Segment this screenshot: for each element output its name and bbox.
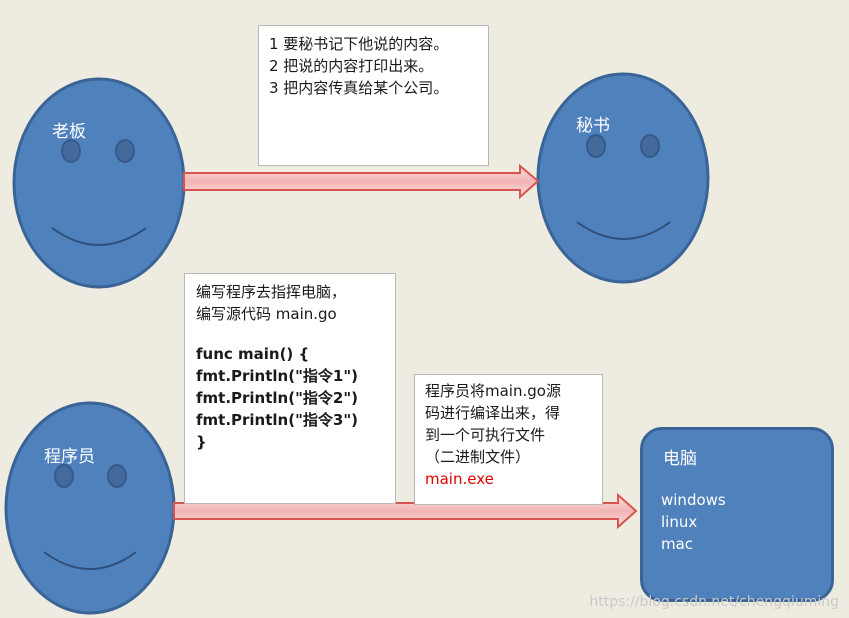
watermark: https://blog.csdn.net/chengqiuming <box>589 594 839 610</box>
programmer-smile <box>43 551 137 570</box>
boss-note-line: 3 把内容传真给某个公司。 <box>269 79 449 97</box>
exe-filename: main.exe <box>425 470 494 488</box>
programmer-left-eye <box>54 464 74 488</box>
programmer-right-eye <box>107 464 127 488</box>
os-windows: windows <box>661 491 726 509</box>
secretary-smile <box>576 221 671 240</box>
os-linux: linux <box>661 513 698 531</box>
compile-note-line: 程序员将main.go源 <box>425 382 561 400</box>
secretary-face <box>536 72 710 284</box>
compile-note-line: （二进制文件） <box>425 448 531 466</box>
boss-left-eye <box>61 139 81 163</box>
boss-label: 老板 <box>52 122 86 142</box>
code-line: } <box>196 433 207 451</box>
compile-note: 程序员将main.go源 码进行编译出来，得 到一个可执行文件 （二进制文件） … <box>414 374 603 505</box>
program-intro-line: 编写程序去指挥电脑， <box>196 283 347 301</box>
code-line: fmt.Println("指令1") <box>196 367 359 385</box>
secretary-label: 秘书 <box>576 116 610 136</box>
boss-note-line: 2 把说的内容打印出来。 <box>269 57 434 75</box>
secretary-left-eye <box>586 134 606 158</box>
programmer-face <box>4 401 176 615</box>
program-note: 编写程序去指挥电脑， 编写源代码 main.go func main() { f… <box>184 273 396 504</box>
code-line: fmt.Println("指令2") <box>196 389 359 407</box>
computer-box: 电脑 windows linux mac <box>640 427 834 602</box>
compile-note-line: 到一个可执行文件 <box>425 426 546 444</box>
code-line: fmt.Println("指令3") <box>196 411 359 429</box>
code-line: func main() { <box>196 345 310 363</box>
computer-title: 电脑 <box>663 449 697 469</box>
secretary-right-eye <box>640 134 660 158</box>
arrow-boss-to-secretary <box>183 163 540 200</box>
os-mac: mac <box>661 535 694 553</box>
boss-face <box>12 77 186 289</box>
boss-instruction-note: 1 要秘书记下他说的内容。 2 把说的内容打印出来。 3 把内容传真给某个公司。 <box>258 25 489 166</box>
compile-note-line: 码进行编译出来，得 <box>425 404 561 422</box>
boss-smile <box>51 227 147 246</box>
boss-note-line: 1 要秘书记下他说的内容。 <box>269 35 449 53</box>
programmer-label: 程序员 <box>44 447 95 467</box>
program-intro-line: 编写源代码 main.go <box>196 305 337 323</box>
boss-right-eye <box>115 139 135 163</box>
